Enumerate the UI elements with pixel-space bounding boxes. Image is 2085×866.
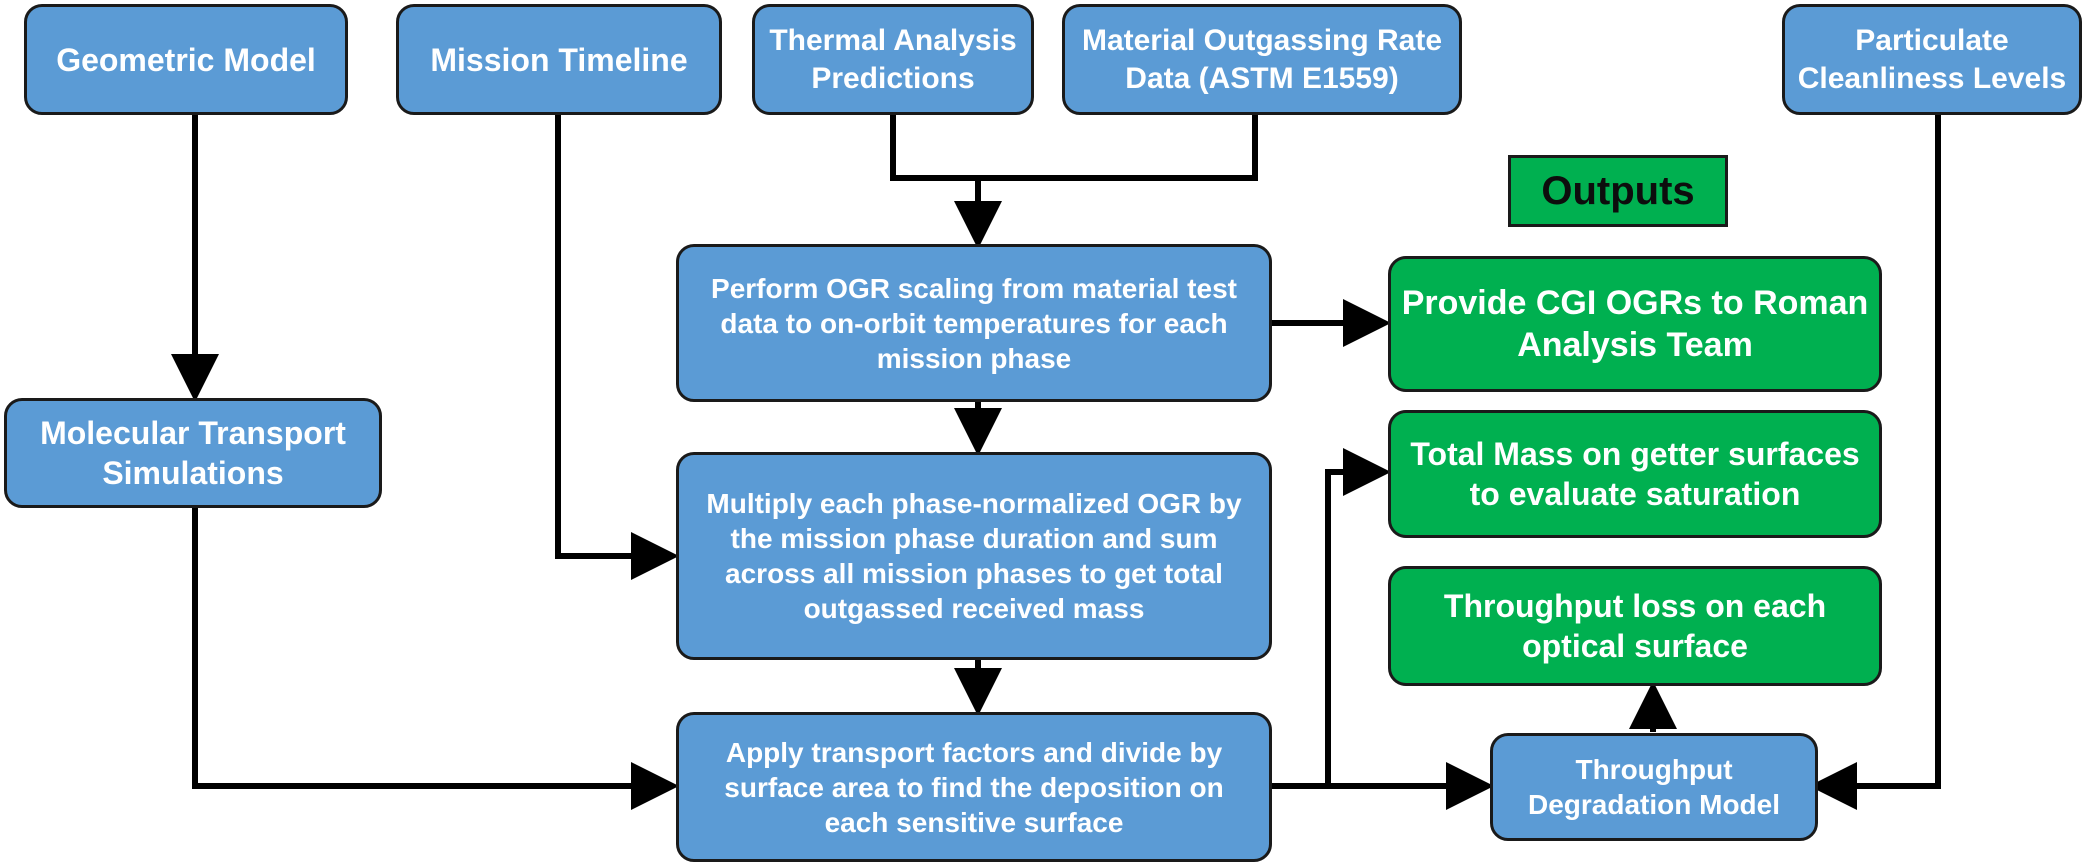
outputs-heading-text: Outputs xyxy=(1541,168,1695,213)
geometric-model-box: Geometric Model xyxy=(24,4,348,115)
arrow-apply-to-totalmass xyxy=(1272,448,1391,789)
arrow-timeline-to-multiply xyxy=(555,115,679,580)
throughput-model-box: Throughput Degradation Model xyxy=(1490,733,1818,841)
material-outgassing-box: Material Outgassing Rate Data (ASTM E155… xyxy=(1062,4,1462,115)
ogr-scaling-box: Perform OGR scaling from material test d… xyxy=(676,244,1272,402)
particulate-cleanliness-label: Particulate Cleanliness Levels xyxy=(1797,24,2067,95)
material-outgassing-label: Material Outgassing Rate Data (ASTM E155… xyxy=(1081,24,1443,95)
ogr-scaling-label: Perform OGR scaling from material test d… xyxy=(711,272,1237,374)
arrow-particulate-to-throughput xyxy=(1809,115,1941,810)
throughput-model-label: Throughput Degradation Model xyxy=(1527,754,1780,820)
multiply-phase-label: Multiply each phase-normalized OGR by th… xyxy=(706,488,1242,624)
mission-timeline-label: Mission Timeline xyxy=(430,41,688,78)
molecular-transport-label: Molecular Transport Simulations xyxy=(40,415,346,491)
molecular-transport-box: Molecular Transport Simulations xyxy=(4,398,382,508)
particulate-cleanliness-box: Particulate Cleanliness Levels xyxy=(1782,4,2082,115)
total-mass-label: Total Mass on getter surfaces to evaluat… xyxy=(1410,436,1860,512)
apply-transport-box: Apply transport factors and divide by su… xyxy=(676,712,1272,862)
arrow-transport-to-apply xyxy=(192,508,679,810)
throughput-loss-label: Throughput loss on each optical surface xyxy=(1443,588,1827,664)
apply-transport-label: Apply transport factors and divide by su… xyxy=(724,736,1224,838)
provide-ogrs-label: Provide CGI OGRs to Roman Analysis Team xyxy=(1401,283,1869,365)
provide-ogrs-box: Provide CGI OGRs to Roman Analysis Team xyxy=(1388,256,1882,392)
total-mass-box: Total Mass on getter surfaces to evaluat… xyxy=(1388,410,1882,538)
mission-timeline-box: Mission Timeline xyxy=(396,4,722,115)
outputs-heading: Outputs xyxy=(1508,155,1728,227)
throughput-loss-box: Throughput loss on each optical surface xyxy=(1388,566,1882,686)
thermal-analysis-box: Thermal Analysis Predictions xyxy=(752,4,1034,115)
thermal-analysis-label: Thermal Analysis Predictions xyxy=(769,24,1017,95)
geometric-model-label: Geometric Model xyxy=(56,41,316,78)
multiply-phase-box: Multiply each phase-normalized OGR by th… xyxy=(676,452,1272,660)
